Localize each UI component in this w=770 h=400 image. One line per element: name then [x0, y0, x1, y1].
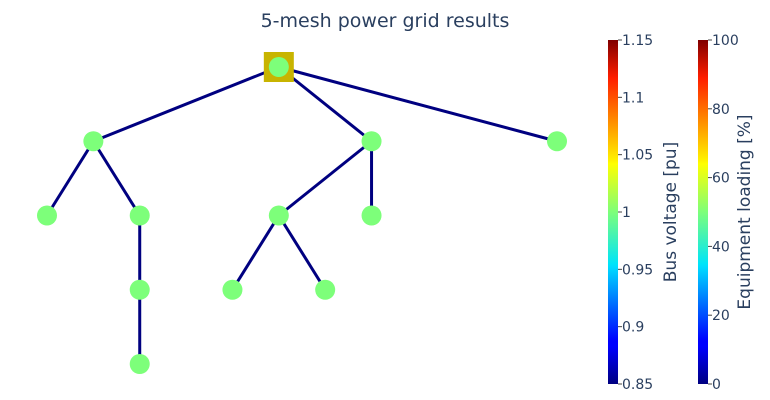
bus-point-5 [129, 205, 150, 226]
bus-point-9 [222, 279, 243, 300]
colorbar-0-tick-5: 1.1 [622, 90, 644, 106]
chart-title: 5-mesh power grid results [261, 10, 510, 32]
bus-point-4 [37, 205, 57, 226]
grid-line-4 [92, 140, 141, 217]
colorbar-0-title: Bus voltage [pu] [661, 142, 681, 282]
bus-point-7 [361, 205, 382, 226]
colorbar-1-tick-2: 40 [712, 239, 730, 255]
colorbar-1 [698, 40, 708, 384]
colorbar-1-tick-3: 60 [712, 171, 730, 187]
bus-point-2 [361, 131, 382, 152]
grid-line-8 [231, 214, 281, 291]
grid-line-1 [277, 65, 373, 143]
bus-point-11 [129, 354, 150, 374]
colorbar-0-tick-4: 1.05 [622, 148, 653, 164]
colorbar-0-tick-0: 0.85 [622, 377, 653, 393]
colorbar-1-tick-5: 100 [712, 33, 739, 49]
colorbar-0-tick-2: 0.95 [622, 262, 653, 278]
grid-line-5 [277, 140, 373, 217]
bus-point-6 [268, 205, 289, 226]
bus-point-3 [547, 131, 567, 152]
colorbar-0-tick-1: 0.9 [622, 320, 644, 336]
grid-buses [37, 52, 567, 374]
bus-point-8 [129, 279, 150, 300]
colorbar-1-title: Equipment loading [%] [735, 114, 755, 309]
colorbar-1-tick-1: 20 [712, 308, 730, 324]
grid-line-0 [92, 65, 280, 143]
bus-point-0 [268, 57, 289, 77]
grid-line-9 [277, 214, 327, 291]
colorbar-1-tick-4: 80 [712, 102, 730, 118]
grid-line-2 [278, 65, 558, 143]
bus-point-1 [83, 131, 104, 152]
grid-line-3 [45, 140, 95, 217]
colorbar-1-tick-0: 0 [712, 377, 721, 393]
colorbar-0-tick-3: 1 [622, 205, 631, 221]
colorbar-0-tick-6: 1.15 [622, 33, 653, 49]
bus-point-10 [315, 279, 336, 300]
colorbar-0 [608, 40, 618, 384]
grid-lines [45, 65, 558, 364]
